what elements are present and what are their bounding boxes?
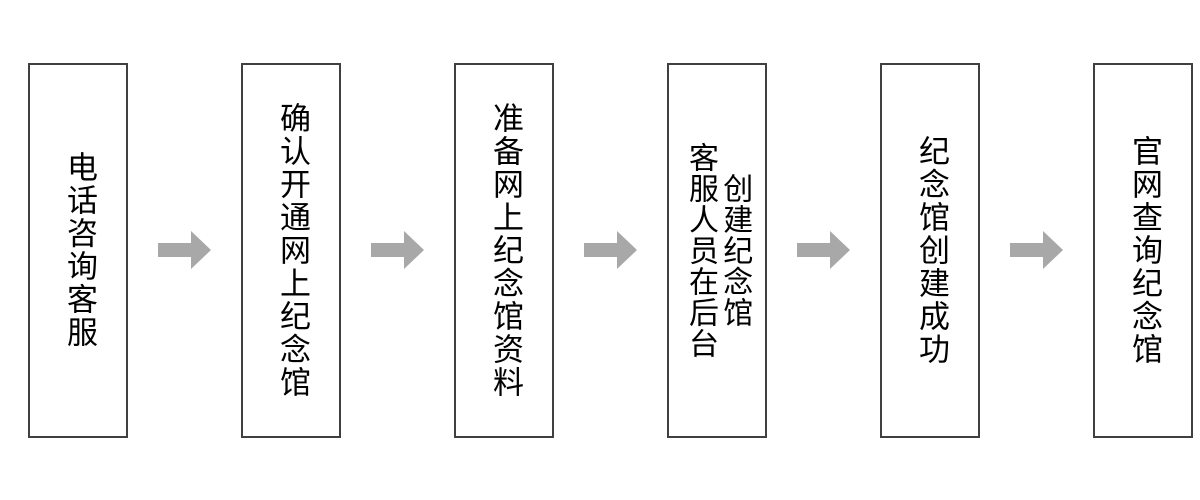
flow-node-1-label: 电话咨询客服 xyxy=(60,151,97,349)
flow-node-4-label-col2: 创建纪念馆 xyxy=(717,172,753,328)
flow-node-5[interactable]: 纪念馆创建成功 xyxy=(880,62,980,438)
arrow-right-icon-5 xyxy=(1010,231,1063,269)
flow-node-6[interactable]: 官网查询纪念馆 xyxy=(1093,62,1193,438)
flow-node-5-label: 纪念馆创建成功 xyxy=(912,134,949,366)
flow-node-4-label-col1: 客服人员在后台 xyxy=(683,141,718,359)
flow-node-3[interactable]: 准备网上纪念馆资料 xyxy=(454,62,554,438)
flow-node-4[interactable]: 客服人员在后台 创建纪念馆 xyxy=(667,62,767,438)
arrow-right-icon-3 xyxy=(584,231,637,269)
arrow-right-icon-4 xyxy=(797,231,850,269)
flow-node-4-columns: 客服人员在后台 创建纪念馆 xyxy=(669,65,765,436)
arrow-right-icon-1 xyxy=(158,231,211,269)
arrow-right-icon-2 xyxy=(371,231,424,269)
flow-node-3-label: 准备网上纪念馆资料 xyxy=(486,101,523,399)
flow-node-1[interactable]: 电话咨询客服 xyxy=(28,62,128,438)
flow-node-2[interactable]: 确认开通网上纪念馆 xyxy=(241,62,341,438)
flow-node-2-label: 确认开通网上纪念馆 xyxy=(273,101,310,399)
flow-node-6-label: 官网查询纪念馆 xyxy=(1125,134,1162,366)
